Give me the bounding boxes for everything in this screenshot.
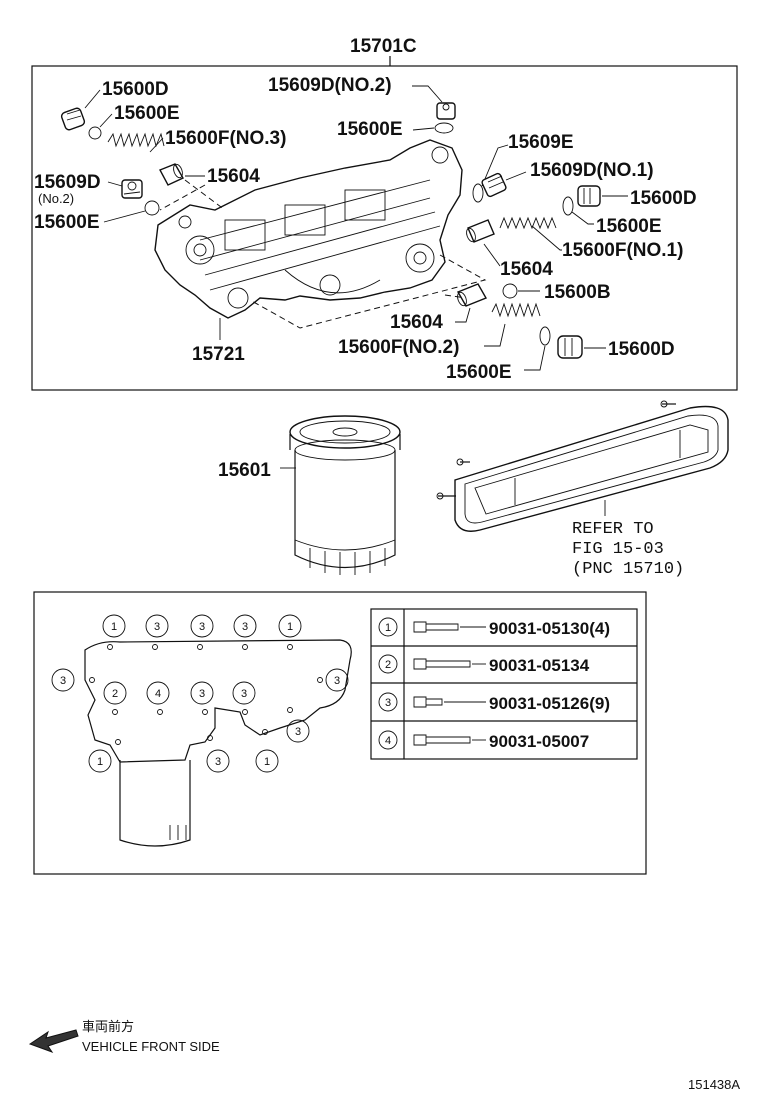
oring-15600E-low xyxy=(539,326,551,346)
spring-15600F-no2 xyxy=(491,302,541,318)
cover-plate-15710 xyxy=(436,400,729,532)
valve-15604-b xyxy=(466,219,495,243)
label-15600B: 15600B xyxy=(544,282,611,303)
refer-line1: REFER TO xyxy=(572,520,654,539)
label-15600F-no1: 15600F(NO.1) xyxy=(562,240,683,261)
gasket-outline xyxy=(84,639,352,847)
label-15600E-a: 15600E xyxy=(114,103,180,124)
label-15609D-left-sub: (No.2) xyxy=(38,191,74,206)
bolt-callouts: 1 3 3 3 1 3 3 2 4 3 3 3 1 3 1 xyxy=(51,614,349,773)
label-15600D-a: 15600D xyxy=(102,79,169,100)
plug-15609D-left xyxy=(121,179,143,199)
refer-line2: FIG 15-03 xyxy=(572,540,664,559)
label-15604-a: 15604 xyxy=(207,166,260,187)
assembly-frame xyxy=(31,65,738,391)
oring-15609E xyxy=(472,183,484,203)
label-15609E: 15609E xyxy=(508,132,574,153)
label-15600E-low: 15600E xyxy=(446,362,512,383)
label-15600E-top: 15600E xyxy=(337,119,403,140)
label-15604-c: 15604 xyxy=(390,312,443,333)
callout: 3 xyxy=(241,688,247,700)
bolt-key-1: 1 xyxy=(385,622,391,634)
plug-15609D-no1 xyxy=(481,172,507,198)
oil-cooler-housing xyxy=(154,139,463,319)
label-15600D-right: 15600D xyxy=(630,188,697,209)
label-15609D-no2-top: 15609D(NO.2) xyxy=(268,75,392,96)
callout: 4 xyxy=(155,688,161,700)
bolt-part-3: 90031-05126(9) xyxy=(489,694,610,713)
callout: 1 xyxy=(287,621,293,633)
oring-15600E-right xyxy=(562,196,574,216)
front-label-jp: 車両前方 xyxy=(82,1019,134,1034)
callout: 3 xyxy=(295,726,301,738)
label-15721: 15721 xyxy=(192,344,245,365)
label-15600D-low: 15600D xyxy=(608,339,675,360)
figure-id: 151438A xyxy=(688,1077,740,1092)
oring-15600E-top xyxy=(434,122,454,134)
callout: 3 xyxy=(199,688,205,700)
label-15600E-right: 15600E xyxy=(596,216,662,237)
bolt-layout-frame xyxy=(33,591,647,875)
callout: 3 xyxy=(199,621,205,633)
callout: 3 xyxy=(60,675,66,687)
label-15609D-left: 15609D xyxy=(34,172,101,193)
label-15604-b: 15604 xyxy=(500,259,553,280)
callout: 1 xyxy=(264,756,270,768)
plug-15600D-low xyxy=(557,335,583,359)
callout: 2 xyxy=(112,688,118,700)
plug-15609D-no2-top xyxy=(436,102,456,120)
label-15601: 15601 xyxy=(218,460,271,481)
valve-15604-a xyxy=(159,163,184,186)
spring-15600F-no3 xyxy=(107,132,165,148)
callout: 3 xyxy=(154,621,160,633)
label-15600F-no2: 15600F(NO.2) xyxy=(338,337,459,358)
callout: 3 xyxy=(242,621,248,633)
label-15600E-left: 15600E xyxy=(34,212,100,233)
assembly-label: 15701C xyxy=(350,36,417,57)
bolt-part-1: 90031-05130(4) xyxy=(489,619,610,638)
bolt-table: 1 90031-05130(4) 2 90031-05134 3 90031-0… xyxy=(370,608,638,760)
oil-filter-15601 xyxy=(289,415,401,575)
oring-15600E-a xyxy=(88,126,102,140)
bolt-key-4: 4 xyxy=(385,735,391,747)
bolt-key-2: 2 xyxy=(385,659,391,671)
front-arrow-icon xyxy=(28,1029,79,1053)
refer-line3: (PNC 15710) xyxy=(572,560,684,579)
callout: 3 xyxy=(215,756,221,768)
plug-15600D-a xyxy=(60,107,86,131)
valve-15604-c xyxy=(456,283,488,307)
callout: 1 xyxy=(111,621,117,633)
plug-15600D-right xyxy=(577,185,601,207)
callout: 1 xyxy=(97,756,103,768)
oring-15600E-left xyxy=(144,200,160,216)
callout: 3 xyxy=(334,675,340,687)
bolt-part-2: 90031-05134 xyxy=(489,656,590,675)
front-label-en: VEHICLE FRONT SIDE xyxy=(82,1039,220,1054)
spring-15600F-no1 xyxy=(499,216,557,230)
label-15609D-no1: 15609D(NO.1) xyxy=(530,160,654,181)
bolt-part-4: 90031-05007 xyxy=(489,732,589,751)
label-15600F-no3: 15600F(NO.3) xyxy=(165,128,286,149)
oring-15600B xyxy=(502,283,518,299)
bolt-key-3: 3 xyxy=(385,697,391,709)
